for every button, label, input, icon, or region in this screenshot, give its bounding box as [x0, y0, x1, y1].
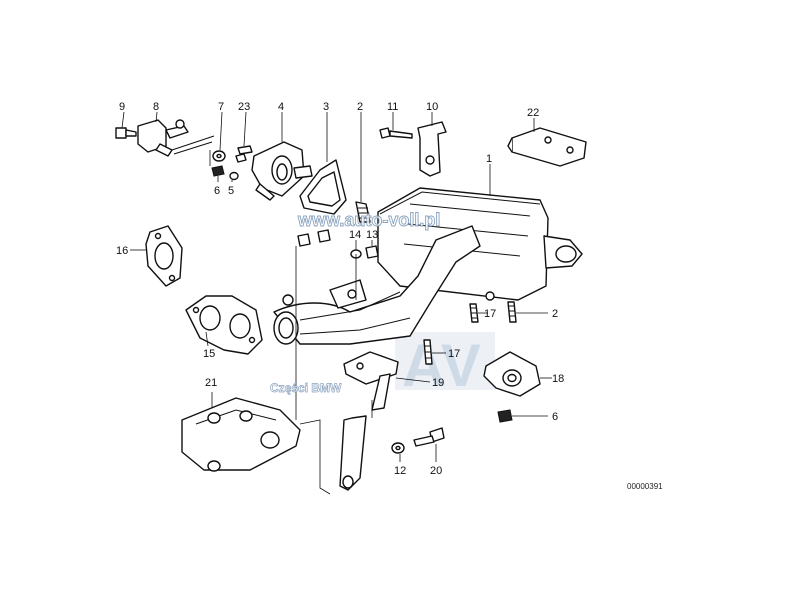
callout-4: 4 — [278, 101, 284, 113]
part-2-stud-lower — [507, 301, 517, 323]
part-6-nut-upper — [211, 165, 225, 177]
strut-arm — [339, 415, 367, 491]
part-18-clamp — [483, 351, 541, 397]
part-22-bracket — [507, 127, 587, 167]
watermark-logo-text: AV — [402, 332, 481, 399]
part-11-bolt — [379, 127, 413, 139]
callout-17-lower: 17 — [448, 348, 460, 360]
callout-21: 21 — [205, 377, 217, 389]
callout-11: 11 — [387, 101, 398, 113]
callout-8: 8 — [153, 101, 159, 113]
diagram-reference-number: 00000391 — [627, 482, 663, 491]
callout-13: 13 — [366, 229, 378, 241]
part-4-valve — [251, 141, 313, 201]
callout-15: 15 — [203, 348, 215, 360]
part-16-gasket — [145, 225, 183, 287]
part-6-nut-lower — [497, 409, 513, 423]
callout-3: 3 — [323, 101, 329, 113]
callout-2-lower: 2 — [552, 308, 558, 320]
callout-19: 19 — [432, 377, 444, 389]
callout-14: 14 — [349, 229, 361, 241]
part-19-bracket — [343, 351, 399, 411]
part-12-washer — [391, 442, 405, 454]
part-15-gasket — [185, 295, 263, 355]
callout-5: 5 — [228, 185, 234, 197]
callout-1: 1 — [486, 153, 492, 165]
part-20-bolt — [413, 427, 445, 447]
callout-6-upper: 6 — [214, 185, 220, 197]
part-3-gasket — [299, 159, 347, 215]
callout-2-upper: 2 — [357, 101, 363, 113]
callout-22: 22 — [527, 107, 539, 119]
watermark-url: www.auto-voll.pl — [297, 210, 440, 230]
part-5-washer — [229, 171, 239, 181]
watermark-logo: AV — [395, 332, 495, 399]
callout-numbers: 9 8 7 23 4 3 2 11 10 22 1 6 5 16 14 13 2… — [116, 101, 564, 477]
exhaust-downpipes — [273, 225, 481, 345]
part-17-stud-a — [469, 303, 479, 323]
callout-16: 16 — [116, 245, 128, 257]
part-21-mount — [181, 397, 301, 472]
callout-17-upper: 17 — [484, 308, 496, 320]
assembly-lines — [209, 150, 373, 495]
part-23-stud — [235, 145, 253, 163]
callout-7: 7 — [218, 101, 224, 113]
part-2-stud-upper — [355, 201, 371, 223]
callout-9: 9 — [119, 101, 125, 113]
callout-12: 12 — [394, 465, 406, 477]
callout-6-lower: 6 — [552, 411, 558, 423]
nuts-left-pair — [297, 229, 331, 247]
callout-20: 20 — [430, 465, 442, 477]
part-7-gasket — [212, 150, 226, 162]
part-10-bracket — [417, 121, 447, 177]
part-8-sensor — [137, 119, 215, 157]
callout-10: 10 — [426, 101, 438, 113]
callout-18: 18 — [552, 373, 564, 385]
part-17-stud-b — [423, 339, 433, 365]
callout-23: 23 — [238, 101, 250, 113]
part-13-nut — [365, 245, 379, 259]
part-9-screw — [115, 127, 137, 139]
watermark-parts-text: Części BMW — [270, 381, 342, 395]
callout-leaders — [121, 111, 552, 462]
part-1-silencer — [377, 187, 583, 301]
